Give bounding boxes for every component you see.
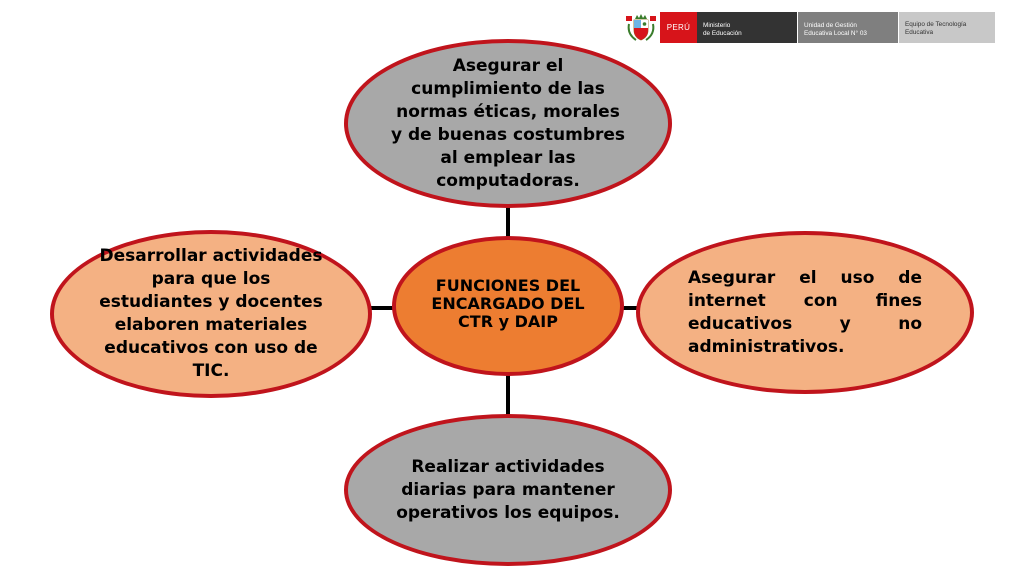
function-node-bottom: Realizar actividades diarias para manten… bbox=[344, 414, 672, 566]
central-node: FUNCIONES DEL ENCARGADO DEL CTR y DAIP bbox=[392, 236, 624, 376]
equipo-line2: Educativa bbox=[905, 28, 934, 36]
unidad-line2: Educativa Local N° 03 bbox=[804, 29, 867, 37]
equipo-line1: Equipo de Tecnología bbox=[905, 21, 967, 28]
function-text-left: Desarrollar actividades para que los est… bbox=[99, 246, 323, 381]
function-node-top: Asegurar el cumplimiento de las normas é… bbox=[344, 39, 672, 208]
unidad-block: Unidad de Gestión Educativa Local N° 03 bbox=[798, 12, 898, 43]
function-text-right: Asegurar el uso de internet con fines ed… bbox=[688, 267, 922, 357]
ministerio-line2: de Educación bbox=[703, 29, 742, 37]
function-node-left: Desarrollar actividades para que los est… bbox=[50, 230, 372, 398]
coat-of-arms-icon bbox=[626, 14, 656, 41]
ministerio-line1: Ministerio bbox=[703, 22, 731, 29]
function-node-right: Asegurar el uso de internet con fines ed… bbox=[636, 231, 974, 394]
peru-label: PERÚ bbox=[660, 12, 697, 43]
function-text-top: Asegurar el cumplimiento de las normas é… bbox=[390, 55, 626, 191]
function-text-bottom: Realizar actividades diarias para manten… bbox=[396, 456, 620, 523]
ministerio-block: Ministerio de Educación bbox=[697, 12, 797, 43]
central-title: FUNCIONES DEL ENCARGADO DEL CTR y DAIP bbox=[431, 276, 585, 331]
unidad-line1: Unidad de Gestión bbox=[804, 22, 857, 29]
equipo-block: Equipo de Tecnología Educativa bbox=[899, 12, 995, 43]
minedu-logo-strip: PERÚ Ministerio de Educación Unidad de G… bbox=[624, 12, 995, 43]
